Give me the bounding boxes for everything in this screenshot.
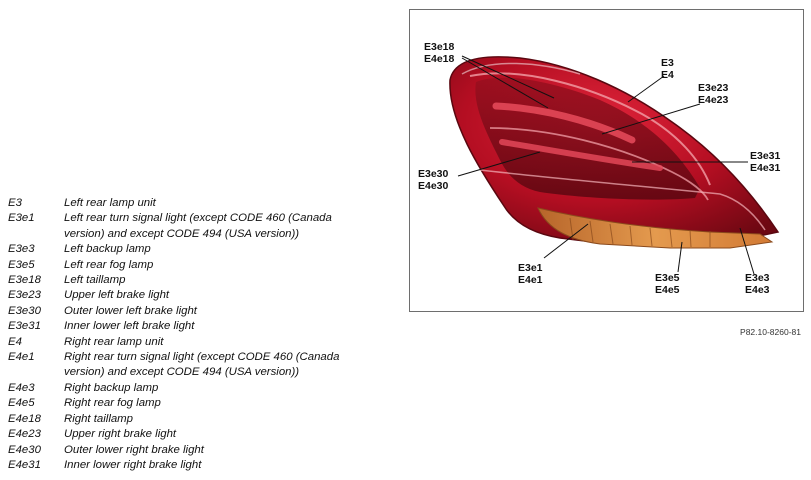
legend-code: E4e23 bbox=[8, 428, 41, 441]
legend-row: E4 Right rear lamp unit bbox=[8, 335, 408, 350]
legend-code: E4e1 bbox=[8, 351, 35, 364]
legend-row: E4e1 Right rear turn signal light (except… bbox=[8, 350, 408, 381]
leader-e18-a bbox=[461, 55, 555, 99]
legend-code: E3e30 bbox=[8, 304, 41, 317]
light-guide-outer bbox=[479, 169, 766, 231]
legend-description: Left taillamp bbox=[64, 274, 126, 287]
legend-description: Upper right brake light bbox=[64, 428, 177, 441]
leader-e1 bbox=[543, 223, 589, 259]
legend-description: Inner lower right brake light bbox=[64, 458, 202, 471]
legend-description: Left rear turn signal light (except CODE… bbox=[64, 212, 332, 240]
legend-description: Upper left brake light bbox=[64, 289, 170, 302]
legend-code: E3e31 bbox=[8, 320, 41, 333]
legend-row: E4e5 Right rear fog lamp bbox=[8, 396, 408, 411]
leader-e34 bbox=[627, 75, 665, 103]
legend-row: E4e18 Right taillamp bbox=[8, 412, 408, 427]
legend-row: E3e31 Inner lower left brake light bbox=[8, 319, 408, 334]
legend-description: Right rear fog lamp bbox=[64, 397, 161, 410]
callout-e34-l2: E4 bbox=[661, 69, 674, 81]
legend-code: E3e23 bbox=[8, 289, 41, 302]
callout-e23-l1: E3e23 bbox=[698, 82, 729, 94]
light-guide-upper bbox=[469, 72, 711, 186]
legend-row: E3e1 Left rear turn signal light (except … bbox=[8, 211, 408, 242]
leader-e5 bbox=[677, 241, 683, 273]
leader-e30 bbox=[457, 151, 541, 177]
legend-row: E3e23 Upper left brake light bbox=[8, 288, 408, 303]
legend-code: E4e5 bbox=[8, 397, 35, 410]
brake-bar-upper bbox=[492, 102, 636, 144]
callout-e34-l1: E3 bbox=[661, 57, 674, 69]
callout-e3-l2: E4e3 bbox=[745, 284, 770, 296]
light-guide-lower bbox=[489, 127, 709, 201]
callout-e18-l1: E3e18 bbox=[424, 41, 455, 53]
legend-code: E3e1 bbox=[8, 212, 35, 225]
legend-description: Inner lower left brake light bbox=[64, 320, 195, 333]
legend-description: Outer lower left brake light bbox=[64, 304, 197, 317]
legend-code: E3e18 bbox=[8, 274, 41, 287]
callout-e30-l2: E4e30 bbox=[418, 180, 449, 192]
legend-row: E4e23 Upper right brake light bbox=[8, 427, 408, 442]
legend-row: E3e18 Left taillamp bbox=[8, 273, 408, 288]
legend-description: Left rear lamp unit bbox=[64, 197, 156, 209]
callout-e31-l2: E4e31 bbox=[750, 162, 781, 174]
tail-lamp-illustration: E3e18 E4e18 E3 E4 E3e23 E4e23 E3e31 E4e3… bbox=[418, 41, 781, 296]
callout-e1-l2: E4e1 bbox=[518, 274, 543, 286]
legend-code: E4e31 bbox=[8, 458, 41, 471]
legend-description: Left backup lamp bbox=[64, 243, 151, 256]
amber-segments bbox=[569, 217, 711, 248]
legend-description: Right taillamp bbox=[64, 412, 134, 425]
callout-e1-l1: E3e1 bbox=[518, 262, 543, 274]
lens-highlight bbox=[461, 62, 581, 75]
legend-description: Right rear turn signal light (except COD… bbox=[64, 351, 340, 379]
legend-description: Right rear lamp unit bbox=[64, 335, 164, 348]
brake-bar-lower bbox=[499, 139, 663, 171]
leader-e23 bbox=[601, 103, 701, 135]
leader-e18-b bbox=[461, 57, 549, 109]
figure-reference: P82.10-8260-81 bbox=[740, 327, 801, 337]
legend-code: E3 bbox=[8, 197, 22, 209]
callout-e18-l2: E4e18 bbox=[424, 53, 455, 65]
legend-row: E4e30 Outer lower right brake light bbox=[8, 443, 408, 458]
callout-e5-l2: E4e5 bbox=[655, 284, 680, 296]
legend-code: E4e30 bbox=[8, 443, 41, 456]
legend-row: E3e5 Left rear fog lamp bbox=[8, 258, 408, 273]
legend-code: E4e18 bbox=[8, 412, 41, 425]
legend-code: E4e3 bbox=[8, 381, 35, 394]
legend-code: E3e5 bbox=[8, 258, 35, 271]
callout-e31-l1: E3e31 bbox=[750, 150, 781, 162]
legend-code: E4 bbox=[8, 335, 22, 348]
legend-row: E3e3 Left backup lamp bbox=[8, 242, 408, 257]
legend-description: Outer lower right brake light bbox=[64, 443, 204, 456]
legend-description: Right backup lamp bbox=[64, 381, 159, 394]
legend-code: E3e3 bbox=[8, 243, 35, 256]
legend-row: E4e3 Right backup lamp bbox=[8, 381, 408, 396]
leader-e3 bbox=[739, 227, 755, 275]
legend-row: E3e30 Outer lower left brake light bbox=[8, 304, 408, 319]
callout-e23-l2: E4e23 bbox=[698, 94, 729, 106]
callout-e30-l1: E3e30 bbox=[418, 168, 449, 180]
callout-e5-l1: E3e5 bbox=[655, 272, 680, 284]
legend-description: Left rear fog lamp bbox=[64, 258, 154, 271]
tail-lamp-figure: E3e18 E4e18 E3 E4 E3e23 E4e23 E3e31 E4e3… bbox=[409, 9, 804, 312]
legend-row: E3 Left rear lamp unit bbox=[8, 196, 408, 211]
legend-row: E4e31 Inner lower right brake light bbox=[8, 458, 408, 473]
callout-e3-l1: E3e3 bbox=[745, 272, 770, 284]
